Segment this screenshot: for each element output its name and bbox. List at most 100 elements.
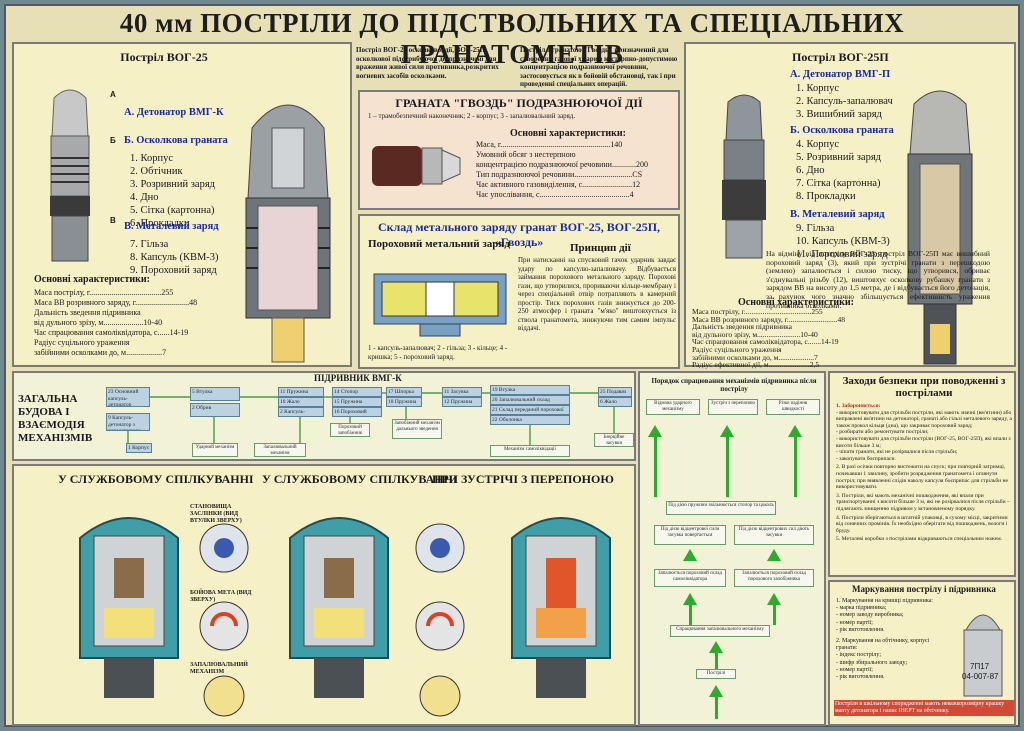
mech-box: 11 Засувка <box>442 387 482 397</box>
vog25p-detonator-parts: 1. Корпус 2. Капсуль-запалювач 3. Вишибн… <box>796 83 893 120</box>
vog25-charge-parts: 7. Гільза 8. Капсуль (КВМ-3) 9. Порохови… <box>130 239 219 276</box>
mech-box: Пороховий запобіжник <box>330 423 370 437</box>
flow-arrow-stem <box>654 437 657 497</box>
mode1-detail-drawings <box>199 523 249 717</box>
flow-arrow <box>709 641 723 653</box>
mech-box: 25 Подавач <box>598 387 632 397</box>
flow-arrow <box>709 685 723 697</box>
marking-label-1: 7П17 <box>970 662 990 671</box>
mode1-caption-1: СТАНОВИЩА ЗАСЛІНКИ (ВИД ВТУЛКИ ЗВЕРХУ) <box>190 504 242 524</box>
vog25-letter-b: Б <box>110 136 116 145</box>
vog25p-charge: В. Металевий заряд <box>790 209 885 220</box>
flow-arrow-stem <box>726 437 729 497</box>
gvozd-header: ГРАНАТА "ГВОЗДЬ" ПОДРАЗНЮЮЧОЇ ДІЇ <box>395 96 643 110</box>
flow-box: Під дією відцентрових сил діють засувки <box>734 525 814 545</box>
propellant-sub-right: Принцип дії <box>570 242 631 254</box>
intro-right: Постріл з гранатою "Гвоздь" призначений … <box>520 46 678 88</box>
flow-arrow-stem <box>715 653 718 669</box>
panel-modes: У СЛУЖБОВОМУ СПІЛКУВАННІ У СЛУЖБОВОМУ СП… <box>12 464 636 726</box>
gvozd-parts: 1 – трамобезпечний наконечник; 2 - корпу… <box>368 112 576 120</box>
flow-col-header: Зустріч з перепоною <box>708 399 758 415</box>
flow-arrow <box>767 593 781 605</box>
mech-box: 12 Пружина <box>442 397 482 407</box>
mech-box: 5 Втулка <box>190 387 240 401</box>
vog25p-charge-parts: 9. Гільза 10. Капсуль (КВМ-3) 11. Порохо… <box>796 223 890 260</box>
mech-box: 15 Пружина <box>332 397 382 407</box>
mech-title: ПІДРИВНИК ВМГ-К <box>314 373 402 383</box>
panel-mechanisms: ЗАГАЛЬНА БУДОВА І ВЗАЄМОДІЯ МЕХАНІЗМІВ П… <box>12 371 636 461</box>
panel-vog25p: Постріл ВОГ-25П А. Детонатор ВМГ-П 1. Ко… <box>684 42 1016 368</box>
flow-box: Спрацювання запалювального механізму <box>670 625 770 637</box>
flow-arrow <box>683 549 697 561</box>
safety-text: 1. Забороняється: - використовувати для … <box>836 403 1012 543</box>
mech-box: Інерційне засувки <box>594 433 634 447</box>
gvozd-chars-header: Основні характеристики: <box>510 128 627 139</box>
mech-box: 21 Склад переданий порохової <box>490 405 570 415</box>
mech-box: 20 Запалювальний склад <box>490 395 570 405</box>
mech-box: 18 Пружина <box>386 397 422 407</box>
gvozd-chars: Маса, г.................................… <box>476 140 648 199</box>
marking-header: Маркування пострілу і підривника <box>852 584 996 594</box>
flow-arrow-stem <box>715 697 718 719</box>
panel-vog25: Постріл ВОГ-25 А Б В А. Детонатор ВМГ-К … <box>12 42 352 367</box>
propellant-diagram <box>373 273 507 337</box>
flow-arrow <box>683 593 697 605</box>
mech-box: Механізм самоліквідації <box>490 445 570 457</box>
vog25-grenade: Б. Осколкова граната <box>124 135 228 146</box>
vog25-letter-v: В <box>110 216 116 225</box>
panel-gvozd: ГРАНАТА "ГВОЗДЬ" ПОДРАЗНЮЮЧОЇ ДІЇ 1 – тр… <box>358 90 680 210</box>
vog25-shell-cutaway <box>245 104 331 363</box>
mech-box: 2 Капсуль-запальник <box>278 407 324 417</box>
marking-shell-image <box>963 614 1003 697</box>
mode3-title: ПРИ ЗУСТРІЧІ З ПЕРЕПОНОЮ <box>432 472 614 486</box>
mech-box: 19 Втулка <box>490 385 570 395</box>
flow-box: Під дією відцентрової сили засувка повер… <box>654 525 726 545</box>
mech-box: 1 Корпус <box>126 443 152 453</box>
mech-box: 10 Жало <box>278 397 324 407</box>
mech-connectors <box>127 392 615 445</box>
vog25-letter-a: А <box>110 90 116 99</box>
mode3-fuse-drawing <box>511 517 611 698</box>
propellant-parts: 1 - капсуль-запалювач; 2 - гільза; 3 - к… <box>368 344 508 361</box>
propellant-header: Склад метального заряду гранат ВОГ-25, В… <box>377 220 661 249</box>
safety-header: Заходи безпеки при поводженні з постріла… <box>842 375 1006 399</box>
mode1-caption-3: ЗАПАЛЮВАЛЬНИЙ МЕХАНІЗМ <box>190 662 248 675</box>
mech-box: 16 Пороховий спиці <box>332 407 382 417</box>
mode2-title: У СЛУЖБОВОМУ СПІЛКУВАННІ <box>262 472 458 486</box>
mech-box: 6 Жало <box>598 397 632 407</box>
vog25p-shell-cutaway <box>907 90 973 365</box>
flow-box: Запалюється пороховий склад самоліквідат… <box>654 569 726 587</box>
flow-col-header: Різке падіння швидкості <box>766 399 820 415</box>
flow-box: Запалюється пороховий склад порохового з… <box>734 569 814 587</box>
flow-arrow <box>767 549 781 561</box>
flow-title: Порядок спрацювання механізмів підривник… <box>651 377 817 393</box>
vog25p-chars-header: Основні характеристики: <box>738 297 855 308</box>
mech-box: 14 Стопор <box>332 387 382 397</box>
propellant-sub-left: Пороховий метальний заряд <box>368 238 510 250</box>
marking-label-2: 04-007-87 <box>962 672 999 681</box>
mech-box: 2 Обрив <box>190 403 240 417</box>
mech-box: Запобіжний механізм дальнього зведення <box>392 419 442 439</box>
panel-marking: Маркування пострілу і підривника 1. Марк… <box>828 580 1016 726</box>
poster-title: 40 мм ПОСТРІЛИ ДО ПІДСТВОЛЬНИХ ТА СПЕЦІА… <box>119 8 905 69</box>
mech-box: Ударний механізм <box>192 443 238 457</box>
mech-box: 9 Капсуль-детонатор з передаточним заряд… <box>106 413 150 431</box>
mode1-fuse-drawing <box>79 517 179 698</box>
mech-box: 22 Оболонка <box>490 415 570 425</box>
vog25p-header: Постріл ВОГ-25П <box>792 50 889 64</box>
mode1-caption-2: БОЙОВА МЕТА (ВИД ЗВЕРХУ) <box>190 590 252 603</box>
flow-arrow-stem <box>794 437 797 497</box>
vog25-chars: Маса пострілу, г........................… <box>34 288 198 357</box>
panel-safety: Заходи безпеки при поводженні з постріла… <box>828 371 1016 577</box>
flow-box: Пострілі <box>696 669 736 679</box>
panel-propellant: Склад метального заряду гранат ВОГ-25, В… <box>358 214 680 369</box>
flow-arrow-stem <box>689 605 692 625</box>
vog25-header: Постріл ВОГ-25 <box>120 50 208 64</box>
vog25p-grenade-parts: 4. Корпус 5. Розривний заряд 6. Дно 7. С… <box>796 139 882 202</box>
vog25-shell-small <box>50 89 90 262</box>
poster: 40 мм ПОСТРІЛИ ДО ПІДСТВОЛЬНИХ ТА СПЕЦІА… <box>4 4 1020 727</box>
marking-note: Постріли в шкільному спорядженні мають н… <box>834 700 1014 716</box>
vog25p-shell-small <box>722 94 766 259</box>
mode2-fuse-drawing <box>289 517 389 698</box>
vog25p-text: На відміну від пострілу ВОГ-25, постріл … <box>766 249 990 310</box>
